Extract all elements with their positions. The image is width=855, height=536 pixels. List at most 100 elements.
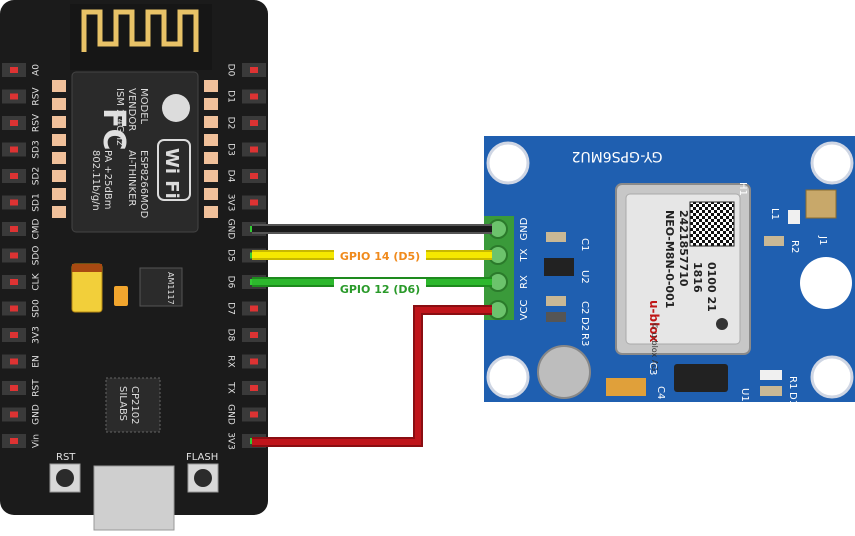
pin-pad bbox=[10, 411, 18, 418]
usb-connector bbox=[93, 465, 175, 531]
regulator-label: AM1117 bbox=[166, 272, 175, 305]
left-pin-label: SD0 bbox=[32, 299, 42, 318]
wifi-logo-text: Wi Fi bbox=[161, 148, 182, 199]
backup-battery bbox=[537, 345, 591, 399]
svg-text:1816: 1816 bbox=[691, 262, 704, 293]
left-pin-label: CLK bbox=[32, 272, 42, 290]
usb-chip-vendor: SILABS bbox=[117, 386, 128, 421]
module-pad bbox=[204, 98, 218, 110]
component-label: C1 bbox=[579, 238, 590, 251]
svg-text:2421857710: 2421857710 bbox=[677, 210, 690, 287]
right-pin-label: 3V3 bbox=[226, 194, 236, 212]
right-pin-label: D3 bbox=[226, 143, 236, 156]
qr-code bbox=[689, 201, 735, 247]
wifi-logo-box bbox=[157, 139, 191, 201]
pin-pad bbox=[10, 93, 18, 100]
pin-pad bbox=[10, 305, 18, 312]
pin-pad bbox=[250, 358, 258, 365]
module-pad bbox=[52, 116, 66, 128]
component-label: H1 bbox=[737, 182, 748, 196]
flash-label: FLASH bbox=[186, 452, 218, 463]
pin-pad bbox=[250, 199, 258, 206]
right-pin-label: GND bbox=[226, 404, 236, 425]
module-pad bbox=[52, 98, 66, 110]
left-pin-header: A0RSVRSVSD3SD2SD1CMDSDOCLKSD03V3ENRSTGND… bbox=[2, 63, 42, 448]
component-label: R1 bbox=[787, 376, 798, 389]
left-pin-label: SDO bbox=[32, 246, 42, 266]
pin-pad bbox=[10, 438, 18, 444]
module-spec-text: MODEL VENDOR ISM 2.4GHz PA +25dBm 802.11… bbox=[90, 88, 149, 219]
module-pad bbox=[52, 80, 66, 92]
nodemcu-board: FC MODEL VENDOR ISM 2.4GHz PA +25dBm 802… bbox=[0, 0, 268, 531]
component-label: R3 bbox=[579, 333, 590, 346]
module-pad bbox=[52, 188, 66, 200]
pin-pad bbox=[250, 385, 258, 391]
module-pad bbox=[204, 116, 218, 128]
module-pad bbox=[52, 170, 66, 182]
module-pad bbox=[204, 206, 218, 218]
neo-module-text: NEO-M8N-0-001 2421857710 1816 0100 21 bbox=[663, 210, 718, 312]
right-pin-label: D1 bbox=[226, 90, 236, 103]
right-pin-label: D4 bbox=[226, 170, 236, 183]
pin-pad bbox=[10, 173, 18, 179]
component-label: L1 bbox=[769, 208, 780, 220]
module-pad bbox=[204, 170, 218, 182]
wire-vcc bbox=[252, 307, 492, 445]
right-pin-label: D7 bbox=[226, 302, 236, 315]
pin-pad bbox=[250, 305, 258, 312]
right-pin-label: D0 bbox=[226, 64, 236, 77]
capacitor-c3 bbox=[606, 378, 646, 396]
pin-pad bbox=[250, 120, 258, 126]
left-pin-label: SD2 bbox=[32, 167, 42, 185]
gps-title: GY-GPS6MU2 bbox=[572, 148, 663, 164]
mount-hole-bottom-right bbox=[810, 355, 854, 399]
usb-chip-model: CP2102 bbox=[129, 386, 140, 424]
left-pin-label: CMD bbox=[32, 218, 42, 239]
pin-pad bbox=[250, 332, 258, 338]
component-label: J1 bbox=[817, 235, 828, 245]
pin-pad bbox=[10, 199, 18, 206]
component-label: R2 bbox=[789, 240, 800, 253]
component-label: D2 bbox=[579, 317, 590, 331]
right-pin-label: D5 bbox=[226, 249, 236, 262]
ublox-ag: © u-blox AG bbox=[650, 322, 659, 371]
module-pad bbox=[204, 134, 218, 146]
pin-pad bbox=[10, 358, 18, 365]
left-pin-label: EN bbox=[32, 355, 42, 367]
svg-text:0100 21: 0100 21 bbox=[705, 262, 718, 312]
mount-hole-top-left bbox=[486, 141, 530, 185]
right-pin-label: GND bbox=[226, 219, 236, 240]
rst-button[interactable] bbox=[49, 463, 81, 493]
module-pad bbox=[52, 152, 66, 164]
pin-pad bbox=[10, 279, 18, 285]
gps-pin-label: TX bbox=[519, 248, 530, 262]
right-pin-label: D2 bbox=[226, 117, 236, 130]
antenna-area bbox=[70, 4, 212, 70]
regulator-chip bbox=[139, 267, 183, 307]
right-pin-label: 3V3 bbox=[226, 432, 236, 450]
pin-pad bbox=[250, 173, 258, 179]
svg-text:NEO-M8N-0-001: NEO-M8N-0-001 bbox=[663, 210, 676, 308]
wires: GPIO 14 (D5) GPIO 12 (D6) bbox=[252, 224, 492, 447]
fc-logo: FC bbox=[96, 108, 131, 151]
right-pin-label: D8 bbox=[226, 329, 236, 342]
svg-text:ISM 2.4GHz: ISM 2.4GHz bbox=[114, 88, 125, 146]
led bbox=[114, 286, 128, 306]
component-label: C3 bbox=[647, 362, 658, 375]
component-label: U1 bbox=[739, 388, 750, 402]
antenna-connector bbox=[805, 189, 837, 219]
left-pin-label: A0 bbox=[32, 64, 42, 76]
antenna-connector-hole bbox=[800, 257, 852, 309]
ublox-brand: u-blox bbox=[647, 300, 661, 342]
left-pin-label: SD1 bbox=[32, 193, 42, 211]
module-pad bbox=[52, 134, 66, 146]
wire-label-d6: GPIO 12 (D6) bbox=[340, 283, 420, 296]
svg-text:PA +25dBm: PA +25dBm bbox=[102, 150, 113, 209]
pin-pad bbox=[10, 332, 18, 338]
left-pin-label: Vin bbox=[32, 434, 42, 448]
left-pin-label: RSV bbox=[32, 113, 42, 132]
wire-label-d5: GPIO 14 (D5) bbox=[340, 250, 420, 263]
svg-text:AI-THINKER: AI-THINKER bbox=[126, 150, 137, 206]
